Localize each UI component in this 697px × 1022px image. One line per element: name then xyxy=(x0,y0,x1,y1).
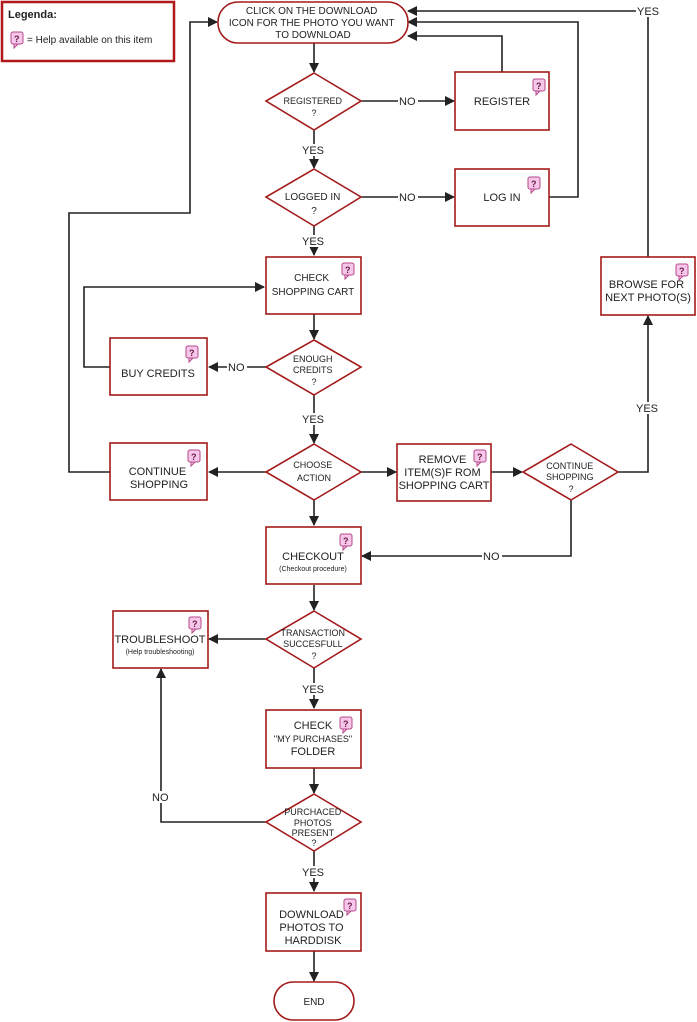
svg-text:PURCHACED PHOTOS P: PURCHACED PHOTOS PRESENT ? xyxy=(284,807,344,848)
svg-text:BROWSE FOR NEXT PHOTO(S): BROWSE FOR NEXT PHOTO(S) xyxy=(605,279,691,304)
svg-text:(Checkout procedure): (Checkout procedure) xyxy=(279,566,347,573)
svg-text:REMOVE ITEM(S)F ROM: REMOVE ITEM(S)F ROM SHOPPING CART xyxy=(399,454,490,492)
svg-text:?: ? xyxy=(343,536,349,546)
edge-label-no: NO xyxy=(399,192,416,204)
node-troubleshoot[interactable]: TROUBLESHOOT (Help troubleshooting) xyxy=(112,610,209,669)
svg-text:REGISTER: REGISTER xyxy=(474,96,530,108)
node-photos-present: PURCHACED PHOTOS PRESENT ? xyxy=(264,793,363,852)
edge-label-no: NO xyxy=(152,792,169,804)
svg-text:CHOOSE ACTION: CHOOSE ACTION xyxy=(293,460,335,483)
svg-text:"MY PURCHASES": "MY PURCHASES" xyxy=(274,734,352,744)
help-icon[interactable]: ? xyxy=(527,176,541,195)
svg-text:?: ? xyxy=(347,901,353,911)
svg-text:CHECK: CHECK xyxy=(294,720,333,732)
svg-text:?: ? xyxy=(345,265,351,275)
edge-label-yes: YES xyxy=(636,403,658,415)
edge-labels: NO YES NO YES NO YES YES YES NO YES NO Y… xyxy=(151,5,662,879)
node-choose-action: CHOOSE ACTION xyxy=(264,443,363,501)
help-icon[interactable]: ? xyxy=(532,78,546,97)
node-browse-next[interactable]: BROWSE FOR NEXT PHOTO(S) xyxy=(600,256,696,316)
help-icon[interactable]: ? xyxy=(339,716,353,735)
legend-help-text: = Help available on this item xyxy=(27,35,152,46)
svg-text:?: ? xyxy=(531,179,537,189)
node-end: END xyxy=(273,981,355,1021)
svg-text:TRANSACTION SUCCESFULL: TRANSACTION SUCCESFULL ? xyxy=(280,628,347,661)
svg-text:?: ? xyxy=(191,452,197,462)
node-log-in[interactable]: LOG IN xyxy=(454,168,550,227)
help-icon[interactable]: ? xyxy=(187,449,201,468)
svg-text:?: ? xyxy=(14,34,20,44)
svg-text:LOG IN: LOG IN xyxy=(483,192,520,204)
svg-text:?: ? xyxy=(536,81,542,91)
help-icons: ? ? ? ? ? ? ? xyxy=(185,78,689,917)
svg-text:FOLDER: FOLDER xyxy=(291,746,336,758)
node-enough-credits: ENOUGH CREDITS ? xyxy=(264,339,363,396)
help-icon[interactable]: ? xyxy=(473,449,487,468)
node-click-download: CLICK ON THE DOWNLOAD ICON FOR THE PHOTO… xyxy=(217,1,409,44)
help-icon[interactable]: ? xyxy=(675,263,689,282)
svg-text:?: ? xyxy=(343,719,349,729)
svg-text:?: ? xyxy=(477,452,483,462)
svg-text:(Help troubleshooting): (Help troubleshooting) xyxy=(126,649,195,656)
edge-label-yes: YES xyxy=(302,684,324,696)
help-icon[interactable]: ? xyxy=(339,533,353,552)
svg-text:CHECKOUT: CHECKOUT xyxy=(282,551,344,563)
edge-label-yes: YES xyxy=(302,236,324,248)
svg-text:DOWNLOAD PHOTOS TO: DOWNLOAD PHOTOS TO HARDDISK xyxy=(279,909,347,947)
svg-text:BUY CREDITS: BUY CREDITS xyxy=(121,368,195,380)
svg-text:CONTINUE SHOPPING: CONTINUE SHOPPING xyxy=(129,466,190,491)
edge-label-no: NO xyxy=(483,551,500,563)
svg-text:CONTINUE SHOPPING: CONTINUE SHOPPING ? xyxy=(546,461,596,494)
node-check-purchases[interactable]: CHECK "MY PURCHASES" FOLDER xyxy=(265,709,362,769)
svg-text:END: END xyxy=(303,997,324,1008)
svg-text:LOGGED IN ?: LOGGED IN ? xyxy=(285,192,343,217)
help-icon: ? xyxy=(10,31,24,50)
help-icon[interactable]: ? xyxy=(343,898,357,917)
edge-label-yes: YES xyxy=(302,867,324,879)
node-logged-in: LOGGED IN ? xyxy=(264,168,363,227)
svg-text:REGISTERED ?: REGISTERED ? xyxy=(283,96,344,118)
edge-label-no: NO xyxy=(399,96,416,108)
svg-text:CHECK SHOPPING CART: CHECK SHOPPING CART xyxy=(272,273,355,298)
help-icon[interactable]: ? xyxy=(188,616,202,635)
svg-text:?: ? xyxy=(192,619,198,629)
help-icon[interactable]: ? xyxy=(185,345,199,364)
svg-text:ENOUGH CREDITS ?: ENOUGH CREDITS ? xyxy=(293,354,335,387)
svg-text:CLICK ON THE DOWNLOAD IC: CLICK ON THE DOWNLOAD ICON FOR THE PHOTO… xyxy=(229,6,397,41)
node-continue-shopping-question: CONTINUE SHOPPING ? xyxy=(521,443,620,501)
node-remove-items[interactable]: REMOVE ITEM(S)F ROM SHOPPING CART xyxy=(396,443,492,502)
edge-label-yes: YES xyxy=(302,145,324,157)
edge-label-yes: YES xyxy=(637,6,659,18)
svg-text:TROUBLESHOOT: TROUBLESHOOT xyxy=(114,634,205,646)
legend-title: Legenda: xyxy=(8,9,57,21)
svg-text:?: ? xyxy=(679,266,685,276)
edge-label-no: NO xyxy=(228,362,245,374)
node-registered: REGISTERED ? xyxy=(264,72,363,131)
node-download-photos[interactable]: DOWNLOAD PHOTOS TO HARDDISK xyxy=(265,892,362,952)
node-transaction-successful: TRANSACTION SUCCESFULL ? xyxy=(264,610,363,669)
svg-text:?: ? xyxy=(189,348,195,358)
help-icon[interactable]: ? xyxy=(341,262,355,281)
legend: Legenda: ? = Help available on this item xyxy=(0,0,176,63)
edge-label-yes: YES xyxy=(302,414,324,426)
